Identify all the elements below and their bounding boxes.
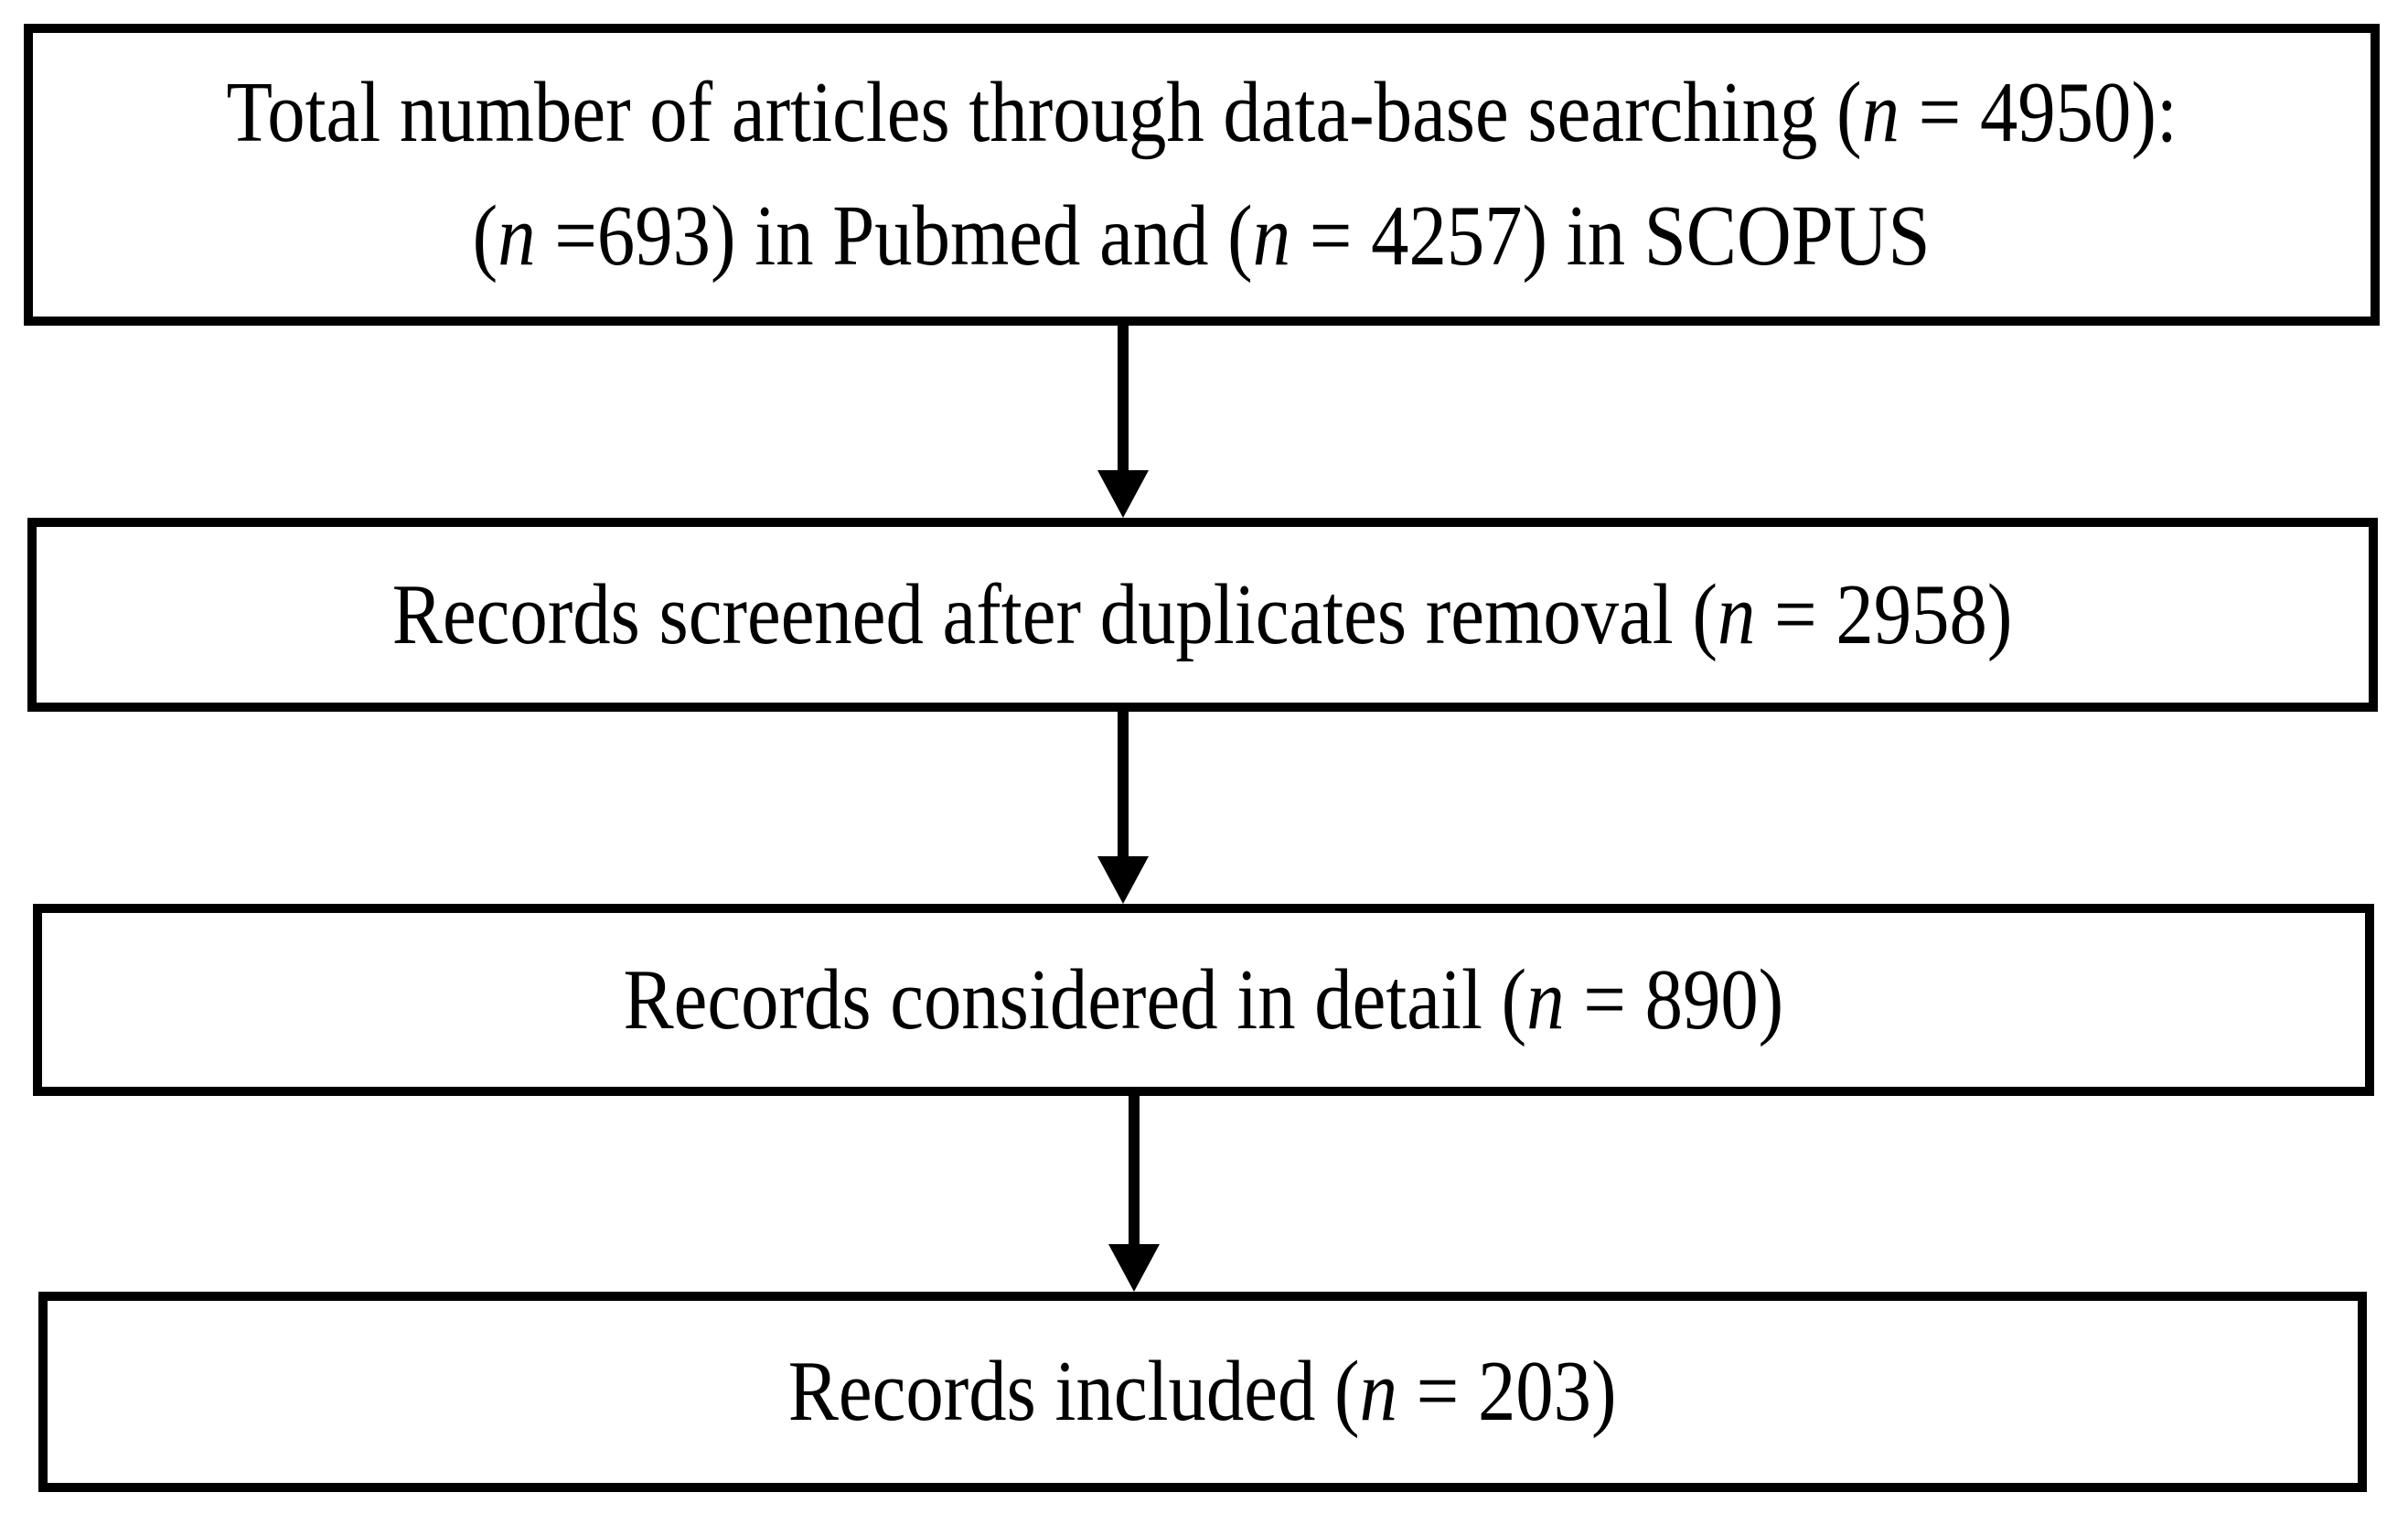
flow-box-database-search: Total number of articles through data-ba… <box>24 24 2380 326</box>
down-arrow-2 <box>1097 712 1149 904</box>
arrow-stem <box>1118 712 1129 856</box>
down-arrow-3 <box>1108 1096 1160 1292</box>
arrow-stem <box>1129 1096 1140 1244</box>
flow-box-screened: Records screened after duplicates remova… <box>27 518 2378 712</box>
arrow-head-icon <box>1097 470 1149 518</box>
flow-box-included: Records included (n = 203) <box>38 1292 2367 1492</box>
box-text-line: Total number of articles through data-ba… <box>226 65 2178 160</box>
down-arrow-1 <box>1097 326 1149 518</box>
arrow-stem <box>1118 326 1129 470</box>
arrow-head-icon <box>1108 1244 1160 1292</box>
flow-box-considered: Records considered in detail (n = 890) <box>33 904 2374 1096</box>
arrow-head-icon <box>1097 856 1149 904</box>
box-text-line: Records included (n = 203) <box>788 1344 1617 1439</box>
box-text-line: Records screened after duplicates remova… <box>392 566 2013 662</box>
box-text-line: Records considered in detail (n = 890) <box>623 951 1784 1047</box>
box-text-line: (n =693) in Pubmed and (n = 4257) in SCO… <box>473 188 1931 284</box>
